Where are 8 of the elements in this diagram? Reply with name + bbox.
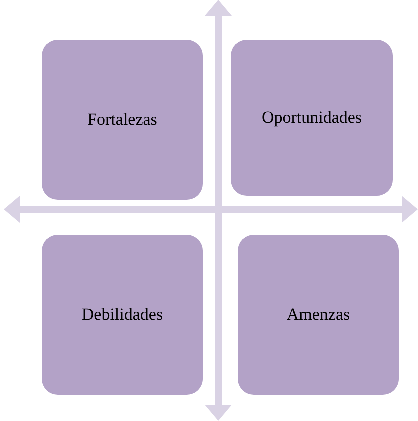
quadrant-box [42, 40, 203, 200]
quadrant-label: Fortalezas [88, 110, 158, 130]
quadrant-label: Debilidades [82, 305, 164, 325]
quadrant-box [42, 235, 203, 395]
quadrant-label: Amenzas [286, 305, 350, 325]
quadrant-box [238, 235, 399, 395]
quadrant-label: Oportunidades [262, 108, 362, 128]
quadrant-box [231, 40, 393, 196]
